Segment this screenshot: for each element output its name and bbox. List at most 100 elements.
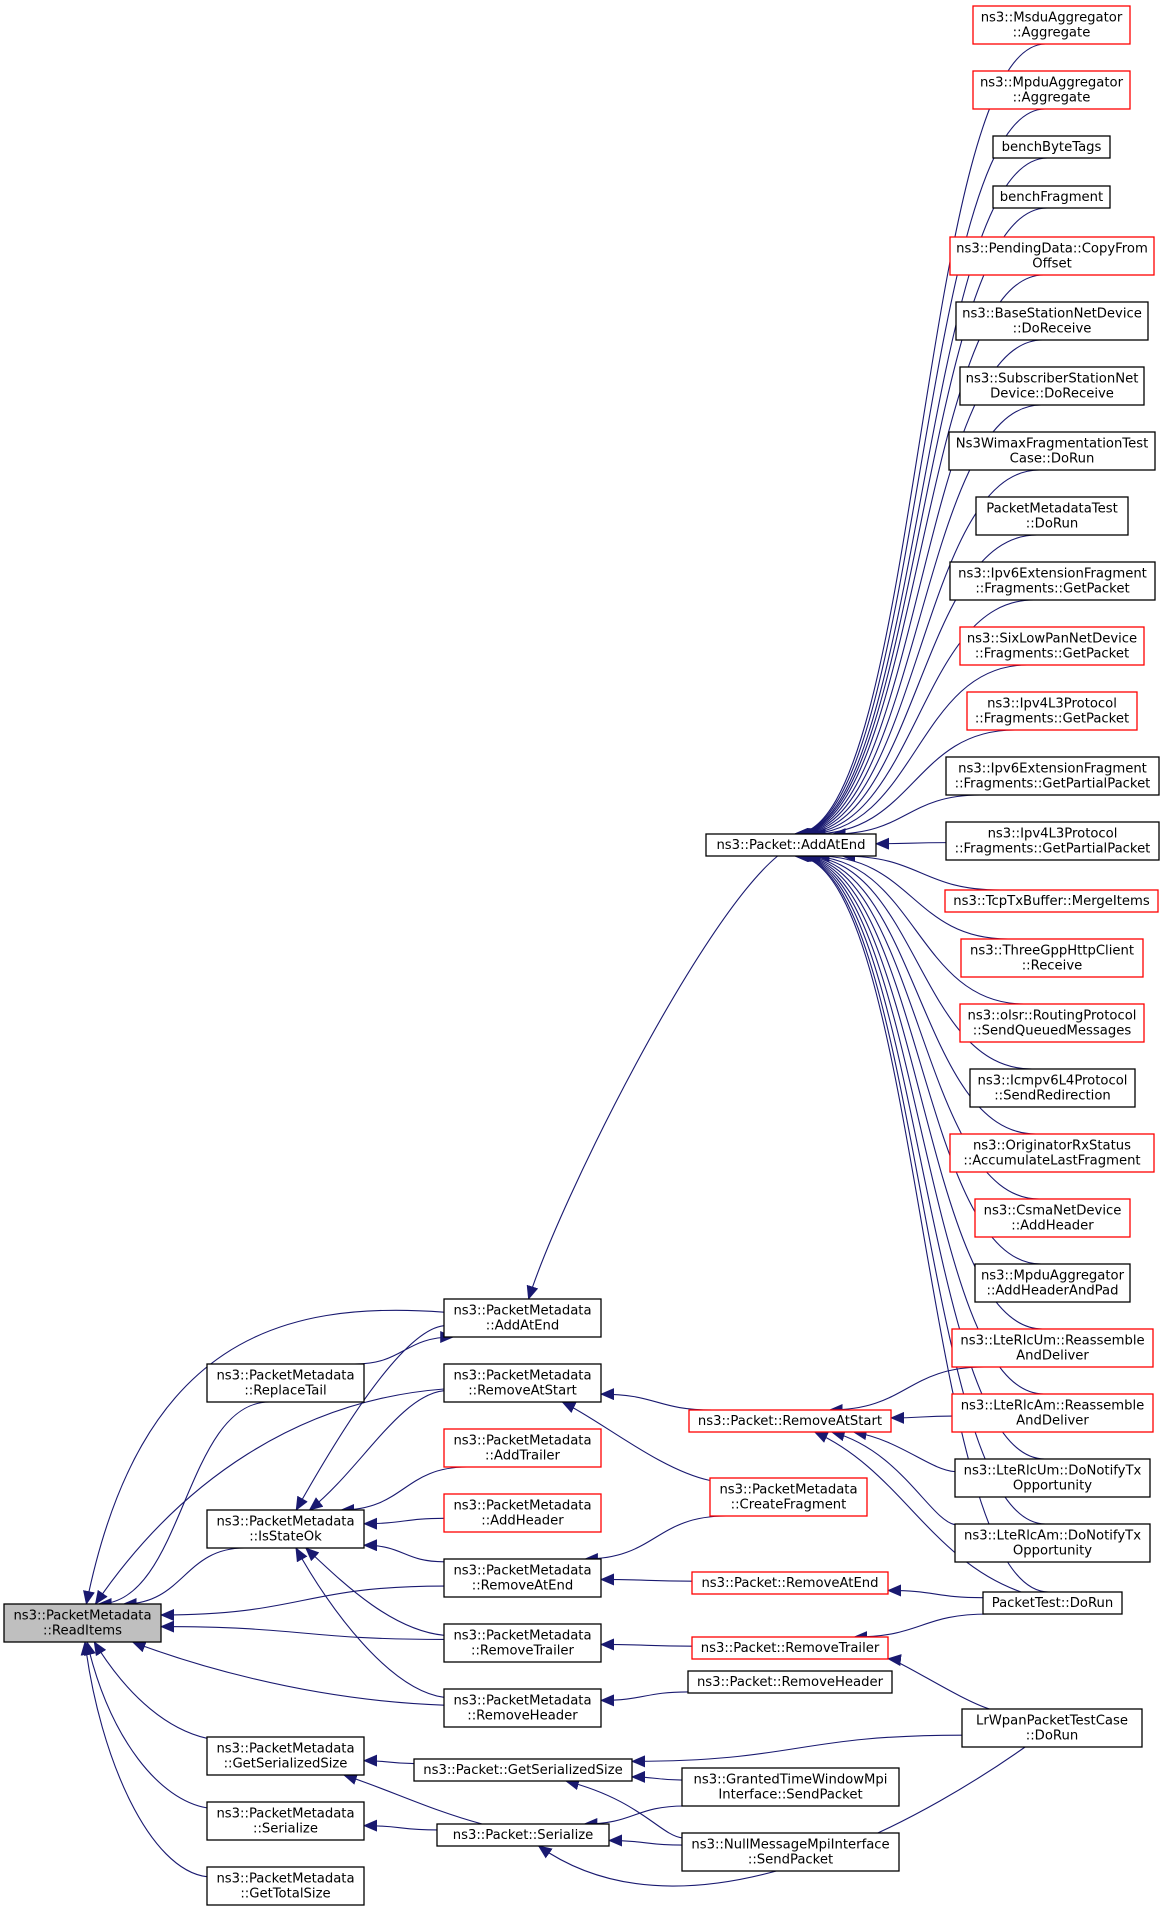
node-granted[interactable]: ns3::GrantedTimeWindowMpiInterface::Send… — [681, 1767, 900, 1807]
node-box[interactable] — [992, 185, 1111, 209]
node-box[interactable] — [443, 1428, 602, 1468]
node-pm_removeatend[interactable]: ns3::PacketMetadata::RemoveAtEnd — [443, 1558, 602, 1598]
node-p_getserializedsize[interactable]: ns3::Packet::GetSerializedSize — [413, 1758, 633, 1782]
node-icmpv6[interactable]: ns3::Icmpv6L4Protocol::SendRedirection — [969, 1068, 1136, 1108]
node-box[interactable] — [982, 1591, 1123, 1615]
node-box[interactable] — [955, 301, 1149, 341]
node-ipv6frag_get[interactable]: ns3::Ipv6ExtensionFragment::Fragments::G… — [949, 561, 1156, 601]
node-box[interactable] — [949, 561, 1156, 601]
node-csma[interactable]: ns3::CsmaNetDevice::AddHeader — [974, 1198, 1131, 1238]
node-box[interactable] — [443, 1298, 602, 1338]
node-box[interactable] — [972, 70, 1131, 110]
node-originator[interactable]: ns3::OriginatorRxStatus::AccumulateLastF… — [949, 1133, 1155, 1173]
node-pm_addheader[interactable]: ns3::PacketMetadata::AddHeader — [443, 1493, 602, 1533]
node-box[interactable] — [961, 1708, 1143, 1748]
node-benchbytetags[interactable]: benchByteTags — [992, 135, 1111, 159]
node-box[interactable] — [705, 833, 877, 857]
node-pmtest[interactable]: PacketMetadataTest::DoRun — [975, 496, 1129, 536]
node-mpdu_pad[interactable]: ns3::MpduAggregator::AddHeaderAndPad — [974, 1263, 1131, 1303]
node-pm_createfragment[interactable]: ns3::PacketMetadata::CreateFragment — [709, 1477, 868, 1517]
node-pm_removetrailer[interactable]: ns3::PacketMetadata::RemoveTrailer — [443, 1623, 602, 1663]
node-pm_gettotalsize[interactable]: ns3::PacketMetadata::GetTotalSize — [206, 1866, 365, 1906]
node-subscriber[interactable]: ns3::SubscriberStationNetDevice::DoRecei… — [959, 366, 1145, 406]
node-box[interactable] — [966, 691, 1138, 731]
node-sixlowpan[interactable]: ns3::SixLowPanNetDevice::Fragments::GetP… — [959, 626, 1145, 666]
node-pm_getserializedsize[interactable]: ns3::PacketMetadata::GetSerializedSize — [206, 1736, 365, 1776]
node-box[interactable] — [949, 1133, 1155, 1173]
node-p_removetrailer[interactable]: ns3::Packet::RemoveTrailer — [691, 1636, 889, 1660]
node-box[interactable] — [972, 5, 1131, 45]
node-box[interactable] — [436, 1823, 610, 1847]
node-box[interactable] — [948, 431, 1156, 471]
node-box[interactable] — [949, 236, 1155, 276]
node-box[interactable] — [443, 1493, 602, 1533]
node-pm_removeatstart[interactable]: ns3::PacketMetadata::RemoveAtStart — [443, 1363, 602, 1403]
node-box[interactable] — [443, 1623, 602, 1663]
node-box[interactable] — [945, 821, 1160, 861]
node-box[interactable] — [413, 1758, 633, 1782]
node-p_removeheader[interactable]: ns3::Packet::RemoveHeader — [687, 1670, 893, 1694]
node-pm_addtrailer[interactable]: ns3::PacketMetadata::AddTrailer — [443, 1428, 602, 1468]
node-pm_serialize[interactable]: ns3::PacketMetadata::Serialize — [206, 1801, 365, 1841]
node-box[interactable] — [691, 1636, 889, 1660]
node-box[interactable] — [206, 1866, 365, 1906]
node-box[interactable] — [206, 1509, 365, 1549]
node-olsr[interactable]: ns3::olsr::RoutingProtocol::SendQueuedMe… — [959, 1003, 1145, 1043]
node-tcptx[interactable]: ns3::TcpTxBuffer::MergeItems — [944, 889, 1159, 913]
node-ipv6frag_partial[interactable]: ns3::Ipv6ExtensionFragment::Fragments::G… — [945, 756, 1160, 796]
node-p_serialize[interactable]: ns3::Packet::Serialize — [436, 1823, 610, 1847]
node-box[interactable] — [687, 1670, 893, 1694]
node-p_removeatend[interactable]: ns3::Packet::RemoveAtEnd — [691, 1571, 889, 1595]
node-box[interactable] — [443, 1688, 602, 1728]
node-p_addatend[interactable]: ns3::Packet::AddAtEnd — [705, 833, 877, 857]
node-pm_replacetail[interactable]: ns3::PacketMetadata::ReplaceTail — [206, 1363, 365, 1403]
node-ipv4l3_get[interactable]: ns3::Ipv4L3Protocol::Fragments::GetPacke… — [966, 691, 1138, 731]
node-msdu[interactable]: ns3::MsduAggregator::Aggregate — [972, 5, 1131, 45]
node-ipv4l3_partial[interactable]: ns3::Ipv4L3Protocol::Fragments::GetParti… — [945, 821, 1160, 861]
node-box[interactable] — [959, 1003, 1145, 1043]
node-box[interactable] — [960, 938, 1144, 978]
node-box[interactable] — [959, 366, 1145, 406]
node-box[interactable] — [951, 1393, 1154, 1433]
node-basestation[interactable]: ns3::BaseStationNetDevice::DoReceive — [955, 301, 1149, 341]
node-box[interactable] — [992, 135, 1111, 159]
node-readitems[interactable]: ns3::PacketMetadata::ReadItems — [3, 1603, 162, 1643]
node-box[interactable] — [206, 1736, 365, 1776]
node-nullmsg[interactable]: ns3::NullMessageMpiInterface::SendPacket — [681, 1832, 900, 1872]
node-box[interactable] — [206, 1363, 365, 1403]
node-lrwpan[interactable]: LrWpanPacketTestCase::DoRun — [961, 1708, 1143, 1748]
node-box[interactable] — [681, 1767, 900, 1807]
node-box[interactable] — [206, 1801, 365, 1841]
node-packettest[interactable]: PacketTest::DoRun — [982, 1591, 1123, 1615]
node-box[interactable] — [975, 496, 1129, 536]
node-box[interactable] — [969, 1068, 1136, 1108]
node-box[interactable] — [443, 1363, 602, 1403]
node-box[interactable] — [974, 1263, 1131, 1303]
node-pm_addatend[interactable]: ns3::PacketMetadata::AddAtEnd — [443, 1298, 602, 1338]
node-box[interactable] — [688, 1409, 892, 1433]
node-box[interactable] — [944, 889, 1159, 913]
node-box[interactable] — [709, 1477, 868, 1517]
node-pm_isstateok[interactable]: ns3::PacketMetadata::IsStateOk — [206, 1509, 365, 1549]
node-threegpp[interactable]: ns3::ThreeGppHttpClient::Receive — [960, 938, 1144, 978]
node-mpdu[interactable]: ns3::MpduAggregator::Aggregate — [972, 70, 1131, 110]
node-benchfragment[interactable]: benchFragment — [992, 185, 1111, 209]
node-box[interactable] — [954, 1523, 1151, 1563]
node-box[interactable] — [945, 756, 1160, 796]
node-box[interactable] — [954, 1458, 1151, 1498]
node-pm_removeheader[interactable]: ns3::PacketMetadata::RemoveHeader — [443, 1688, 602, 1728]
node-box[interactable] — [959, 626, 1145, 666]
node-box[interactable] — [974, 1198, 1131, 1238]
node-box[interactable] — [951, 1328, 1154, 1368]
node-box[interactable] — [443, 1558, 602, 1598]
node-box[interactable] — [681, 1832, 900, 1872]
node-box[interactable] — [691, 1571, 889, 1595]
node-p_removeatstart[interactable]: ns3::Packet::RemoveAtStart — [688, 1409, 892, 1433]
node-box[interactable] — [3, 1603, 162, 1643]
